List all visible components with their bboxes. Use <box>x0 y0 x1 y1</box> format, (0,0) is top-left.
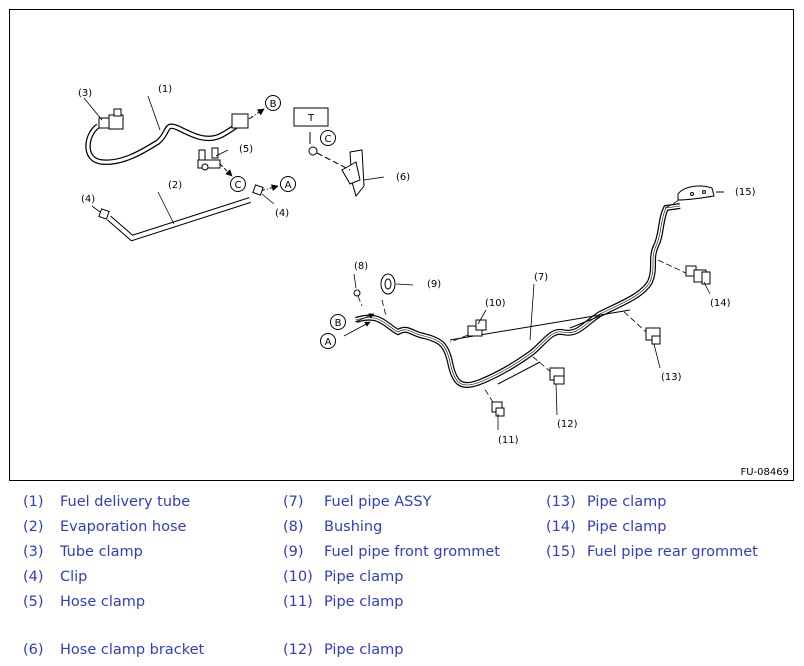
ref-letter: C <box>235 180 242 191</box>
legend-number: (15) <box>546 544 576 560</box>
callout-label: (9) <box>427 279 441 290</box>
callout-label: (14) <box>710 298 731 309</box>
figure-code: FU-08469 <box>740 467 790 478</box>
ref-letter: A <box>285 180 292 191</box>
legend-part-name: Fuel delivery tube <box>60 494 191 510</box>
legend-number: (2) <box>23 519 44 535</box>
diagram-drawing: (1) (2) (3) (4) (4) (5) (6) (7) (8) (9) (10) (11) (1… <box>78 84 756 446</box>
legend-number: (4) <box>23 569 44 585</box>
callout-labels: (1) (2) (3) (4) (4) (5) (6) (7) (8) (9) (10) (11) (1… <box>78 84 756 446</box>
pipe-clamp-12 <box>549 367 565 385</box>
evaporation-hose <box>107 184 279 242</box>
clip-left <box>98 208 110 220</box>
callout-label: (8) <box>354 261 368 272</box>
legend-number: (12) <box>283 642 313 658</box>
callout-label: (11) <box>498 435 519 446</box>
legend-number: (9) <box>283 544 304 560</box>
hose-clamp-bracket <box>308 132 365 198</box>
fuel-delivery-tube <box>85 108 265 165</box>
ref-letter: B <box>270 99 277 110</box>
legend-part-name: Pipe clamp <box>324 642 404 658</box>
ref-letter: A <box>325 337 332 348</box>
pipe-clamp-10 <box>467 319 487 337</box>
callout-label: (5) <box>239 144 253 155</box>
ref-circles <box>230 95 346 349</box>
callout-label: (3) <box>78 88 92 99</box>
callout-label: (7) <box>534 272 548 283</box>
legend-part-name: Pipe clamp <box>587 519 667 535</box>
legend-number: (10) <box>283 569 313 585</box>
legend-part-name: Pipe clamp <box>324 594 404 610</box>
legend-number: (5) <box>23 594 44 610</box>
legend-number: (1) <box>23 494 44 510</box>
legend-part-name: Hose clamp <box>60 594 146 610</box>
legend-number: (3) <box>23 544 44 560</box>
legend-part-name: Fuel pipe ASSY <box>324 494 432 510</box>
legend-part-name: Pipe clamp <box>587 494 667 510</box>
ref-letter: B <box>335 318 342 329</box>
callout-label: (12) <box>557 419 578 430</box>
legend-part-name: Tube clamp <box>60 544 143 560</box>
legend-number: (6) <box>23 642 44 658</box>
ref-letter: C <box>325 134 332 145</box>
legend-number: (14) <box>546 519 576 535</box>
pipe-clamp-14 <box>685 265 711 285</box>
legend-number: (13) <box>546 494 576 510</box>
callout-label: (1) <box>158 84 172 95</box>
fuel-pipe-front-grommet <box>380 273 396 295</box>
callout-label: (2) <box>168 180 182 191</box>
torque-label: T <box>307 113 315 124</box>
callout-label: (4) <box>275 208 289 219</box>
leader-lines <box>83 95 711 430</box>
fuel-pipe-rear-grommet <box>677 185 724 201</box>
torque-box <box>293 107 329 127</box>
legend-number: (11) <box>283 594 313 610</box>
legend-number: (7) <box>283 494 304 510</box>
hose-clamp <box>197 147 233 177</box>
legend-part-name: Pipe clamp <box>324 569 404 585</box>
callout-label: (6) <box>396 172 410 183</box>
pipe-clamp-11 <box>491 401 505 417</box>
clip-right <box>252 184 264 196</box>
legend-part-name: Fuel pipe rear grommet <box>587 544 758 560</box>
parts-diagram: (1) (2) (3) (4) (4) (5) (6) (7) (8) (9) (10) (11) (1… <box>9 9 794 481</box>
legend-part-name: Fuel pipe front grommet <box>324 544 500 560</box>
legend-part-name: Bushing <box>324 519 383 535</box>
legend-part-name: Hose clamp bracket <box>60 642 205 658</box>
pipe-clamp-13 <box>645 327 661 345</box>
callout-label: (10) <box>485 298 506 309</box>
legend-part-name: Evaporation hose <box>60 519 187 535</box>
legend-part-name: Clip <box>60 569 88 585</box>
callout-label: (4) <box>81 194 95 205</box>
clamp-mount-lines <box>357 195 689 411</box>
fuel-pipe-assy <box>355 203 681 389</box>
bushing <box>353 289 361 297</box>
legend-number: (8) <box>283 519 304 535</box>
callout-label: (15) <box>735 187 756 198</box>
callout-label: (13) <box>661 372 682 383</box>
